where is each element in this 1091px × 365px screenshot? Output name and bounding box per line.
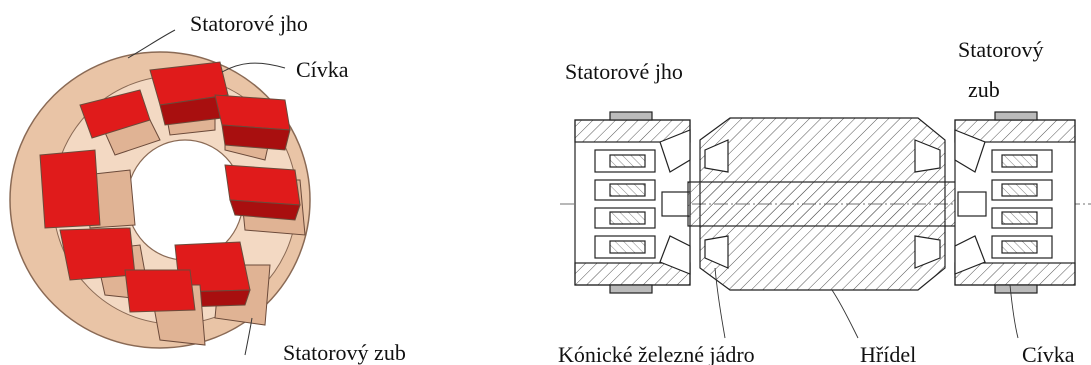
teeth-right [991, 149, 1053, 259]
leader-line-yoke [127, 29, 176, 59]
stator-teeth [39, 61, 306, 346]
stator-bore [126, 139, 244, 261]
coil [224, 164, 301, 206]
conical-pole-bottom-right [954, 235, 986, 275]
teeth-left [594, 149, 656, 259]
right-leader-lines [714, 267, 1019, 339]
leader-line-coil [221, 62, 286, 73]
label-coil-right: Cívka [1022, 342, 1075, 365]
coil-plate-bottom-left [609, 284, 653, 294]
label-coil: Cívka [296, 57, 349, 82]
coil [59, 227, 136, 281]
label-stator-yoke-right: Statorové jho [565, 59, 683, 84]
shaft-stub-left [661, 191, 691, 217]
label-conical-iron-core: Kónické železné jádro [558, 342, 755, 365]
shaft-stub-right [957, 191, 987, 217]
label-shaft: Hřídel [860, 342, 916, 365]
coil [39, 149, 101, 229]
coil-plate-bottom-right [994, 284, 1038, 294]
coil-plate-top-right [994, 111, 1038, 121]
label-stator-tooth: Statorový zub [283, 340, 406, 365]
core-end-details [704, 139, 941, 269]
coil [79, 89, 151, 139]
label-stator-tooth-right-line2: zub [968, 77, 1000, 102]
conical-pole-bottom-left [659, 235, 691, 275]
stator-3d-illustration: Statorové jho Cívka Statorový zub [9, 11, 406, 365]
conical-pole-top-left [659, 129, 691, 173]
coil [124, 269, 196, 313]
leader-line-tooth [244, 317, 253, 356]
coil [221, 124, 291, 151]
coil [229, 199, 301, 221]
conical-pole-top-right [954, 129, 986, 173]
coil-plate-top-left [609, 111, 653, 121]
shaft [687, 181, 959, 227]
label-stator-tooth-right-line1: Statorový [958, 37, 1044, 62]
stator-cross-section [560, 111, 1091, 294]
coil [214, 94, 291, 131]
label-stator-yoke: Statorové jho [190, 11, 308, 36]
